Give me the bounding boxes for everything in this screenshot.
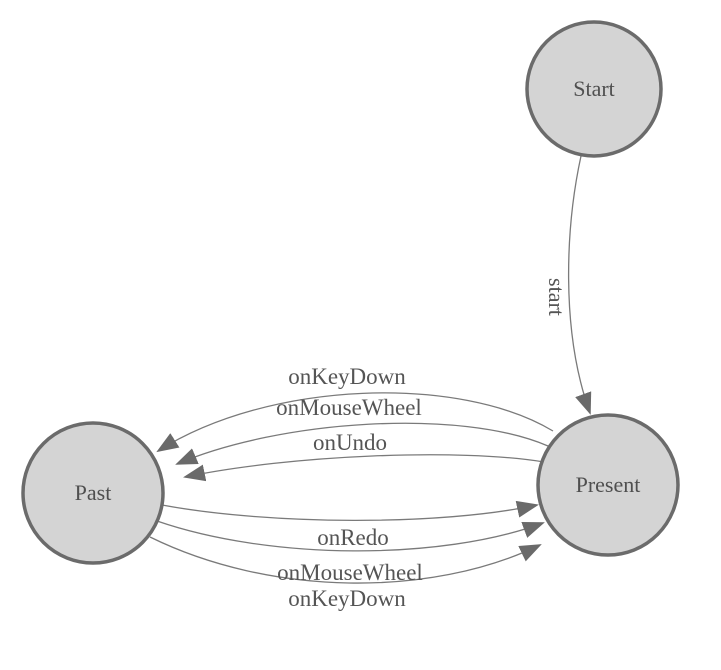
node-start-label: Start	[573, 76, 615, 101]
edge-label-onmousewheel-top: onMouseWheel	[276, 395, 422, 420]
node-start	[525, 20, 663, 158]
edge-start-to-present	[567, 155, 592, 415]
edge-label-start: start	[544, 278, 569, 316]
edge-present-to-past-onmousewheel	[175, 422, 549, 465]
node-past	[21, 421, 165, 565]
edge-past-to-present-onkeydown	[149, 536, 542, 584]
edge-label-onmousewheel-bottom: onMouseWheel	[277, 560, 423, 585]
edge-label-onkeydown-bottom: onKeyDown	[288, 586, 406, 611]
node-present	[536, 413, 680, 557]
edge-present-to-past-onkeydown	[156, 392, 554, 453]
edge-label-onundo: onUndo	[313, 430, 387, 455]
edge-present-to-past-onundo	[183, 454, 545, 482]
edge-label-onkeydown-top: onKeyDown	[288, 364, 406, 389]
edge-past-to-present-onmousewheel	[156, 520, 545, 552]
edge-past-to-present-onredo	[161, 500, 539, 522]
node-past-label: Past	[75, 480, 112, 505]
node-present-label: Present	[576, 472, 641, 497]
edge-label-onredo: onRedo	[317, 525, 389, 550]
